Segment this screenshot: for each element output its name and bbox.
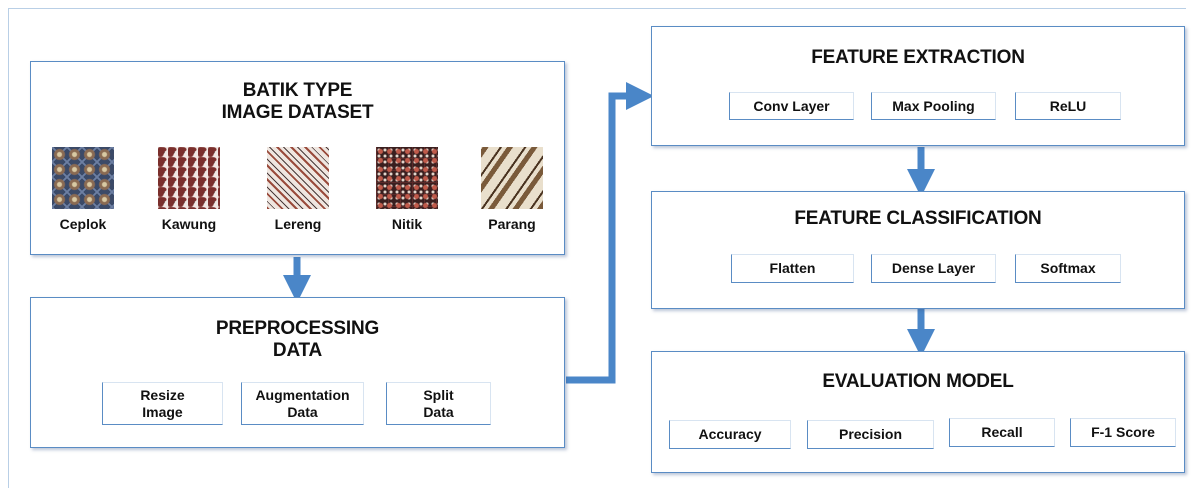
parang-label: Parang <box>488 216 536 232</box>
augmentation-data-step: Augmentation Data <box>241 382 364 425</box>
evaluation-title: EVALUATION MODEL <box>822 371 1014 392</box>
feature-extraction-box: FEATURE EXTRACTION Conv Layer Max Poolin… <box>651 26 1185 146</box>
accuracy-metric: Accuracy <box>669 420 791 449</box>
ceplok-label: Ceplok <box>59 216 107 232</box>
resize-image-step: Resize Image <box>102 382 223 425</box>
kawung-batik-swatch <box>158 147 220 209</box>
lereng-batik-swatch <box>267 147 329 209</box>
softmax-step: Softmax <box>1015 254 1121 283</box>
conv-layer-step: Conv Layer <box>729 92 854 120</box>
arrow-preprocessing-to-extraction <box>566 82 654 384</box>
dense-layer-step: Dense Layer <box>871 254 996 283</box>
parang-batik-swatch <box>481 147 543 209</box>
preprocessing-box: PREPROCESSING DATA Resize Image Augmenta… <box>30 297 565 448</box>
lereng-label: Lereng <box>274 216 322 232</box>
kawung-label: Kawung <box>161 216 217 232</box>
preprocessing-title: PREPROCESSING DATA <box>215 318 380 361</box>
f1-score-metric: F-1 Score <box>1070 418 1176 447</box>
recall-metric: Recall <box>949 418 1055 447</box>
relu-step: ReLU <box>1015 92 1121 120</box>
diagram-frame <box>8 8 1186 488</box>
evaluation-box: EVALUATION MODEL Accuracy Precision Reca… <box>651 351 1185 473</box>
precision-metric: Precision <box>807 420 934 449</box>
ceplok-batik-swatch <box>52 147 114 209</box>
max-pooling-step: Max Pooling <box>871 92 996 120</box>
flatten-step: Flatten <box>731 254 854 283</box>
feature-classification-box: FEATURE CLASSIFICATION Flatten Dense Lay… <box>651 191 1185 309</box>
nitik-batik-swatch <box>376 147 438 209</box>
dataset-title: BATIK TYPE IMAGE DATASET <box>221 80 374 123</box>
dataset-box: BATIK TYPE IMAGE DATASET Ceplok Kawung L… <box>30 61 565 255</box>
split-data-step: Split Data <box>386 382 491 425</box>
feature-classification-title: FEATURE CLASSIFICATION <box>794 208 1042 229</box>
nitik-label: Nitik <box>391 216 423 232</box>
feature-extraction-title: FEATURE EXTRACTION <box>811 47 1025 68</box>
